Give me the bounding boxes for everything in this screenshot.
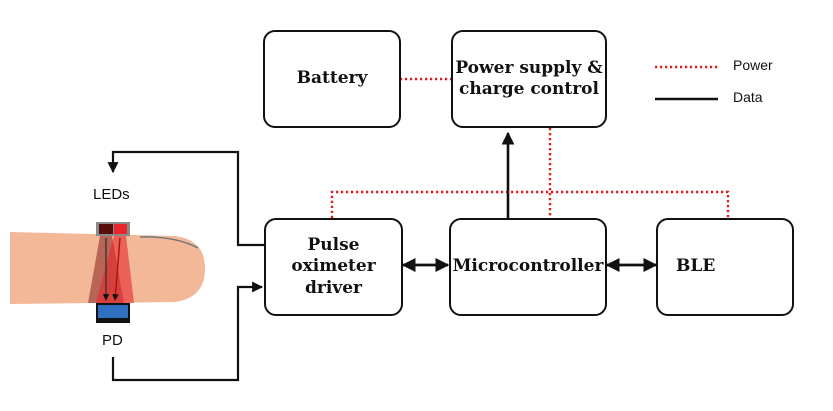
ble-block: BLE: [656, 218, 794, 316]
power-lines: [330, 77, 730, 218]
leds-label: LEDs: [93, 186, 130, 203]
pulse-oximeter-driver-block: Pulse oximeter driver: [264, 218, 403, 316]
power-supply-block: Power supply & charge control: [451, 30, 607, 128]
microcontroller-block: Microcontroller: [449, 218, 607, 316]
light-ray-2: [112, 237, 121, 301]
led-module: [96, 222, 130, 236]
led-dark-chip: [99, 224, 113, 234]
light-beams: [88, 236, 134, 303]
battery-block: Battery: [263, 30, 401, 128]
pd-label: PD: [102, 332, 123, 349]
legend-data-text: Data: [733, 89, 763, 105]
power-line-bus: [330, 190, 730, 218]
ble-label: BLE: [676, 256, 716, 277]
pd-sensor: [98, 305, 128, 318]
led-red-chip: [114, 224, 127, 234]
data-line-driver-to-leds: [107, 150, 264, 247]
data-line-pd-to-driver: [111, 281, 264, 382]
fingernail: [139, 236, 199, 249]
pd-module: [96, 303, 130, 323]
legend-power-text: Power: [733, 57, 773, 73]
